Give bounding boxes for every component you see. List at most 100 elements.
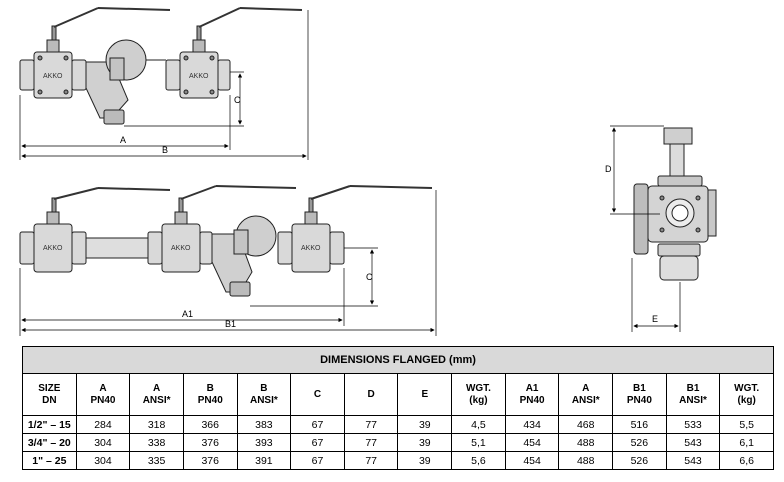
column-header-line1: B1 xyxy=(686,382,700,394)
column-header-line2: (kg) xyxy=(469,394,488,406)
dim-label-d: D xyxy=(605,164,612,174)
column-header-line2: ANSI* xyxy=(679,394,707,406)
column-header-line1: WGT. xyxy=(734,382,760,394)
column-header-line1: B xyxy=(206,382,214,394)
value-cell: 434 xyxy=(504,415,560,434)
size-cell: 3/4" – 20 xyxy=(22,433,77,452)
value-cell: 67 xyxy=(290,451,345,470)
side-dimension-lines xyxy=(610,125,681,332)
value-cell: 488 xyxy=(558,433,614,452)
column-header-line2: DN xyxy=(42,394,57,406)
column-header-line2: ANSI* xyxy=(571,394,600,406)
value-cell: 39 xyxy=(397,415,453,434)
column-header-line1: WGT. xyxy=(465,382,491,394)
column-header-line1: A xyxy=(582,382,590,394)
column-header-line1: A1 xyxy=(525,382,539,394)
value-cell: 454 xyxy=(504,451,560,470)
svg-text:AKKO: AKKO xyxy=(171,245,191,252)
dim-label-a: A xyxy=(120,135,126,145)
value-cell: 454 xyxy=(504,433,560,452)
value-cell: 366 xyxy=(182,415,238,434)
column-header-line1: D xyxy=(367,388,375,400)
column-header-line1: SIZE xyxy=(38,382,61,394)
bottom-valve-assembly: AKKO AKKO AKKO xyxy=(19,185,433,297)
value-cell: 77 xyxy=(343,433,399,452)
column-header: C xyxy=(290,373,345,416)
column-header: D xyxy=(343,373,399,416)
value-cell: 67 xyxy=(290,433,345,452)
value-cell: 543 xyxy=(665,451,721,470)
column-header-line1: C xyxy=(313,388,322,400)
dim-label-e: E xyxy=(652,314,658,324)
side-view-valve xyxy=(633,127,717,281)
value-cell: 6,1 xyxy=(719,433,774,452)
value-cell: 67 xyxy=(290,415,345,434)
dim-label-a1: A1 xyxy=(182,309,193,319)
column-header-line1: B xyxy=(260,382,268,394)
value-cell: 376 xyxy=(182,451,238,470)
column-header: E xyxy=(397,373,453,416)
value-cell: 39 xyxy=(397,451,453,470)
table-title: DIMENSIONS FLANGED (mm) xyxy=(22,346,774,374)
value-cell: 338 xyxy=(129,433,184,452)
dim-label-b1: B1 xyxy=(225,319,236,329)
column-header-line2: ANSI* xyxy=(249,394,278,406)
column-header-line2: PN40 xyxy=(90,394,116,406)
value-cell: 304 xyxy=(75,451,131,470)
top-valve-assembly: AKKO AKKO xyxy=(19,7,303,125)
value-cell: 77 xyxy=(343,415,399,434)
column-header-line1: B1 xyxy=(632,382,646,394)
value-cell: 533 xyxy=(665,415,721,434)
value-cell: 6,6 xyxy=(719,451,774,470)
dim-label-b: B xyxy=(162,145,168,155)
value-cell: 39 xyxy=(397,433,453,452)
value-cell: 376 xyxy=(182,433,238,452)
svg-text:AKKO: AKKO xyxy=(189,73,209,80)
value-cell: 318 xyxy=(129,415,184,434)
value-cell: 526 xyxy=(612,451,667,470)
value-cell: 391 xyxy=(236,451,292,470)
value-cell: 77 xyxy=(343,451,399,470)
svg-text:AKKO: AKKO xyxy=(301,245,321,252)
column-header-line2: (kg) xyxy=(737,394,756,406)
table-title-row: DIMENSIONS FLANGED (mm) xyxy=(22,346,774,374)
value-cell: 335 xyxy=(129,451,184,470)
value-cell: 4,5 xyxy=(451,415,506,434)
column-header-line2: PN40 xyxy=(197,394,223,406)
column-header-line2: PN40 xyxy=(519,394,545,406)
column-header-line2: PN40 xyxy=(626,394,652,406)
top-dimension-lines xyxy=(19,10,309,160)
value-cell: 488 xyxy=(558,451,614,470)
column-header-line2: ANSI* xyxy=(142,394,171,406)
column-header: WGT.(kg) xyxy=(451,373,506,416)
value-cell: 526 xyxy=(612,433,667,452)
value-cell: 5,1 xyxy=(451,433,506,452)
value-cell: 516 xyxy=(612,415,667,434)
value-cell: 5,6 xyxy=(451,451,506,470)
svg-text:AKKO: AKKO xyxy=(43,73,63,80)
dim-label-c2: C xyxy=(366,272,373,282)
value-cell: 468 xyxy=(558,415,614,434)
value-cell: 393 xyxy=(236,433,292,452)
value-cell: 383 xyxy=(236,415,292,434)
size-cell: 1" – 25 xyxy=(22,451,77,470)
size-cell: 1/2" – 15 xyxy=(22,415,77,434)
dim-label-c: C xyxy=(234,95,241,105)
value-cell: 304 xyxy=(75,433,131,452)
technical-drawing: AKKO AKKO A B C xyxy=(19,7,717,336)
column-header-line1: E xyxy=(421,388,429,400)
